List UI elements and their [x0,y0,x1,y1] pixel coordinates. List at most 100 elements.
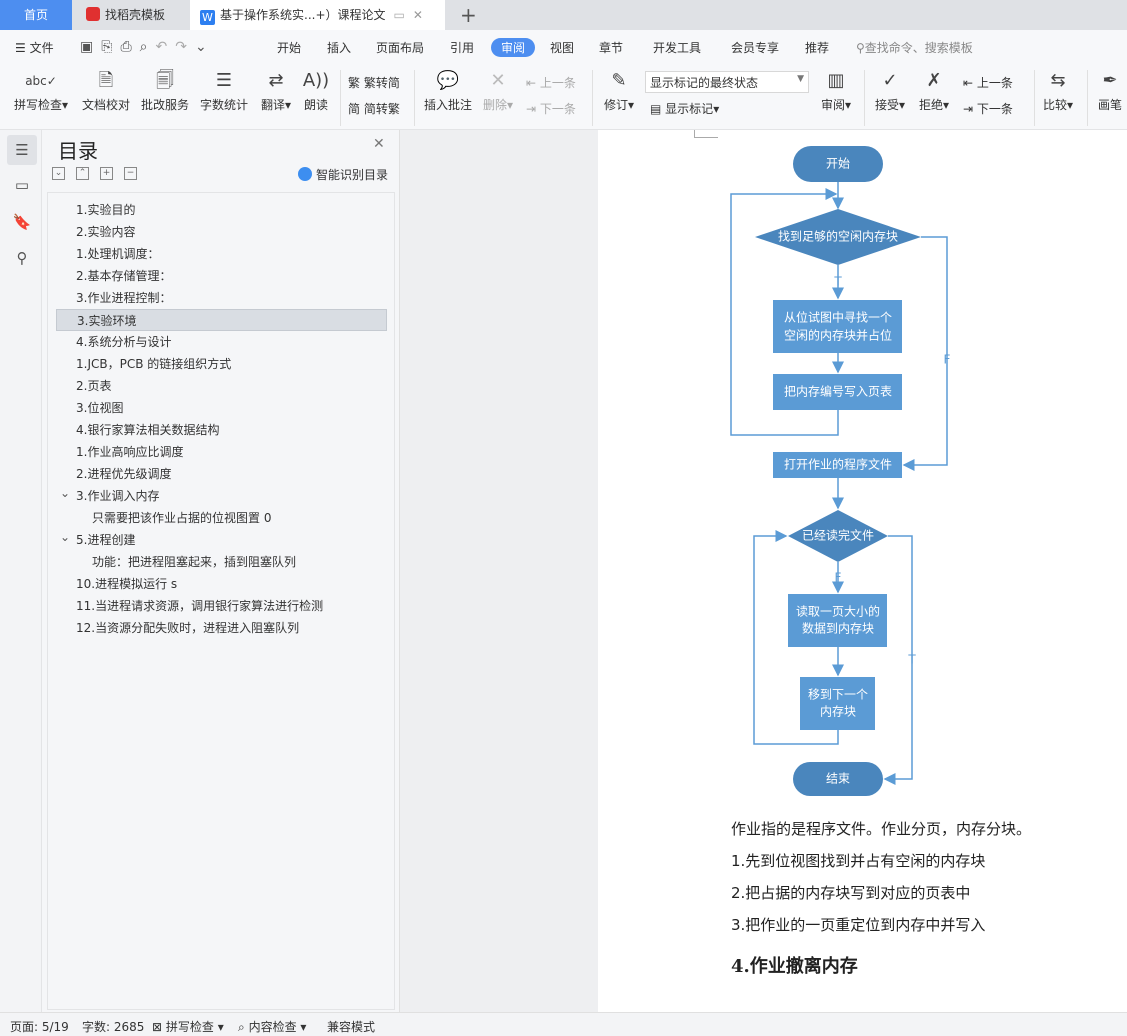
review-pane-button[interactable]: ▥审阅▾ [816,66,856,113]
divider [592,70,593,126]
tab-template[interactable]: 找稻壳模板 [72,0,190,30]
print-icon[interactable]: ⎙ [120,39,140,55]
panel-title: 目录 [58,139,98,163]
toc-item[interactable]: 1.JCB，PCB 的链接组织方式 [56,353,387,375]
proofread-button[interactable]: 🗎文档校对 [80,66,132,113]
preview-icon[interactable]: ⌕ [139,39,156,55]
revise-button[interactable]: ✎修订▾ [600,66,638,113]
true-label: T [907,653,916,667]
translate-button[interactable]: ⇄翻译▾ [256,66,296,113]
reject-button[interactable]: ✗拒绝▾ [916,66,952,113]
smart-toc-button[interactable]: 智能识别目录 [298,166,388,183]
toc-item[interactable]: 功能：把进程阻塞起来，插到阻塞队列 [56,551,387,573]
reject-icon: ✗ [926,70,942,91]
show-markup-button[interactable]: ▤ 显示标记▾ [650,102,720,116]
label: 上一条 [539,76,576,90]
expand-chevron-icon[interactable]: ⌄ [60,530,71,544]
prev-comment-button[interactable]: ⇤ 上一条 [526,74,576,91]
word-count-button[interactable]: ☰字数统计 [198,66,250,113]
t2s-button[interactable]: 繁 繁转简 [348,74,400,91]
tab-label: 首页 [23,8,48,22]
new-tab-button[interactable]: + [460,3,477,27]
label: 删除 [482,98,507,112]
word-count[interactable]: 字数: 2685 [82,1020,145,1034]
undo-icon[interactable]: ↶ [155,39,176,55]
toc-item[interactable]: 12.当资源分配失败时，进程进入阻塞队列 [56,617,387,639]
toc-item-label: 2.实验内容 [76,225,136,239]
toc-item[interactable]: 3.位视图 [56,397,387,419]
prev-change-button[interactable]: ⇤ 上一条 [963,74,1013,91]
command-search[interactable]: ⚲查找命令、搜索模板 [856,39,973,56]
toc-item[interactable]: ⌄5.进程创建 [56,529,387,551]
s2t-button[interactable]: 简 简转繁 [348,100,400,117]
read-aloud-button[interactable]: A))朗读 [300,66,332,113]
toc-item[interactable]: 4.银行家算法相关数据结构 [56,419,387,441]
toc-item[interactable]: 2.页表 [56,375,387,397]
toc-item[interactable]: 11.当进程请求资源，调用银行家算法进行检测 [56,595,387,617]
menu-chapter[interactable]: 章节 [599,41,624,55]
close-icon[interactable]: ✕ [412,8,423,22]
collapse-down-icon[interactable]: ⌄ [52,167,65,180]
menu-developer[interactable]: 开发工具 [653,41,702,55]
menu-review[interactable]: 审阅 [491,38,536,57]
menu-insert[interactable]: 插入 [327,41,352,55]
toc-item[interactable]: 1.作业高响应比调度 [56,441,387,463]
collapse-minus-icon[interactable]: − [124,167,137,180]
menu-start[interactable]: 开始 [277,41,302,55]
label: 画笔 [1097,98,1122,112]
correction-service-button[interactable]: 🗐批改服务 [139,66,191,113]
expand-plus-icon[interactable]: + [100,167,113,180]
toc-item[interactable]: 2.基本存储管理： [56,265,387,287]
expand-chevron-icon[interactable]: ⌄ [60,486,71,500]
toc-item[interactable]: ⌄3.作业调入内存 [56,485,387,507]
page-indicator[interactable]: 页面: 5/19 [10,1020,69,1034]
delete-comment-button[interactable]: ✕删除▾ [480,66,516,113]
hamburger-icon: ☰ [15,41,26,55]
tab-home[interactable]: 首页 [0,0,72,30]
toc-item[interactable]: 3.作业进程控制： [56,287,387,309]
monitor-icon[interactable]: ▭ [393,8,405,22]
content-check-status[interactable]: ⌕ 内容检查 ▾ [238,1020,307,1034]
save-icon[interactable]: ▣ [80,39,102,55]
file-menu[interactable]: ☰ 文件 [15,39,54,56]
toc-item[interactable]: 只需要把该作业占据的位视图置 0 [56,507,387,529]
toc-item[interactable]: 1.处理机调度： [56,243,387,265]
menu-member[interactable]: 会员专享 [731,41,780,55]
toc-item[interactable]: 4.系统分析与设计 [56,331,387,353]
prev-icon: ⇤ [526,76,537,90]
divider [1087,70,1088,126]
quick-access[interactable]: ▣⎘⎙⌕↶↷⌄ [80,39,215,55]
accept-button[interactable]: ✓接受▾ [872,66,908,113]
decision-label: 已经读完文件 [802,528,874,543]
outline-icon[interactable]: ▭ [14,176,30,194]
next-change-button[interactable]: ⇥ 下一条 [963,100,1013,117]
paragraph: 1.先到位视图找到并占有空闲的内存块 [731,852,986,870]
search-icon[interactable]: ⚲ [16,249,28,267]
menu-view[interactable]: 视图 [550,41,575,55]
export-icon[interactable]: ⎘ [101,39,121,55]
toc-item[interactable]: 10.进程模拟运行 s [56,573,387,595]
spell-check-status[interactable]: ⊠ 拼写检查 ▾ [152,1020,224,1034]
menu-layout[interactable]: 页面布局 [376,41,425,55]
markup-state-select[interactable]: 显示标记的最终状态▼ [645,71,809,93]
menu-recommend[interactable]: 推荐 [805,41,830,55]
more-icon[interactable]: ⌄ [194,39,215,55]
label: 简转繁 [363,102,400,116]
compare-button[interactable]: ⇆比较▾ [1040,66,1076,113]
next-comment-button[interactable]: ⇥ 下一条 [526,100,576,117]
toc-icon[interactable]: ☰ [7,135,37,165]
toc-item[interactable]: 2.实验内容 [56,221,387,243]
redo-icon[interactable]: ↷ [175,39,195,55]
spell-check-button[interactable]: abc✓拼写检查▾ [10,66,72,113]
insert-comment-button[interactable]: 💬插入批注 [422,66,474,113]
bookmark-icon[interactable]: 🔖 [12,213,32,231]
toc-item[interactable]: 2.进程优先级调度 [56,463,387,485]
toc-item[interactable]: 1.实验目的 [56,199,387,221]
collapse-up-icon[interactable]: ⌃ [76,167,89,180]
toc-item[interactable]: 3.实验环境 [56,309,387,331]
menu-reference[interactable]: 引用 [450,41,475,55]
close-icon[interactable]: ✕ [373,136,385,152]
chevron-down-icon: ▼ [797,74,804,84]
pen-button[interactable]: ✒画笔 [1094,66,1126,113]
